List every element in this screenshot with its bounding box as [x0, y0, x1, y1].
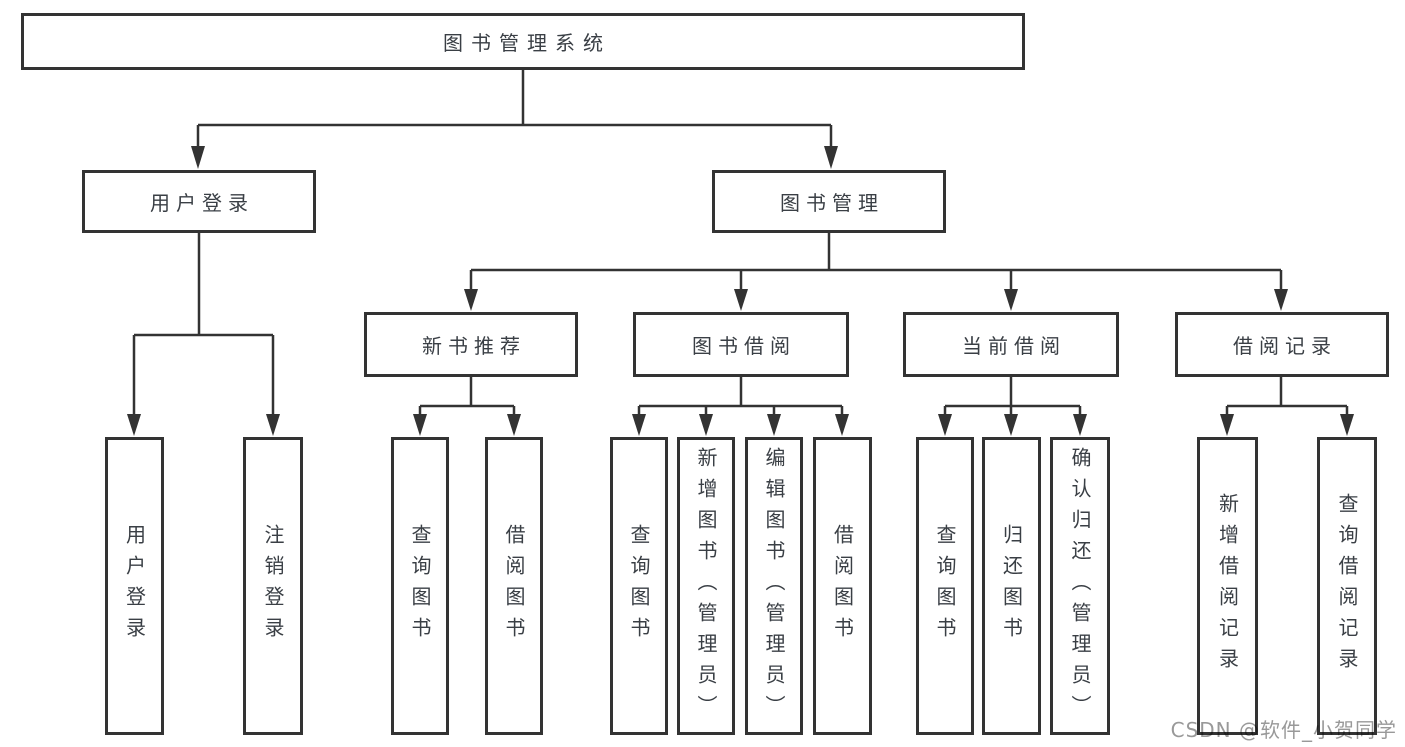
leaf-confirm-return-admin: 确认归还（管理员） — [1050, 437, 1110, 735]
node-label: 新增借阅记录 — [1215, 493, 1240, 679]
node-label: 查询图书 — [408, 524, 432, 648]
node-label: 借阅图书 — [502, 524, 526, 648]
node-label: 新增图书（管理员） — [694, 446, 718, 726]
node-label: 注销登录 — [261, 524, 285, 648]
node-label: 图书管理 — [780, 191, 884, 215]
arrowhead-icons — [127, 146, 1354, 436]
node-label: 确认归还（管理员） — [1068, 446, 1092, 726]
node-label: 图书管理系统 — [443, 31, 611, 55]
leaf-edit-books-admin: 编辑图书（管理员） — [745, 437, 803, 735]
node-current-borrowing: 当前借阅 — [903, 312, 1119, 377]
node-label: 借阅图书 — [830, 524, 855, 648]
watermark: CSDN @软件_小贺同学 — [1170, 718, 1397, 742]
node-borrow-records: 借阅记录 — [1175, 312, 1389, 377]
node-book-management: 图书管理 — [712, 170, 946, 233]
leaf-borrow-books-recommend: 借阅图书 — [485, 437, 543, 735]
node-library-management-system: 图书管理系统 — [21, 13, 1025, 70]
leaf-add-books-admin: 新增图书（管理员） — [677, 437, 735, 735]
node-label: 新书推荐 — [422, 334, 526, 358]
leaf-logout: 注销登录 — [243, 437, 303, 735]
leaf-query-books-current: 查询图书 — [916, 437, 974, 735]
node-label: 用户登录 — [122, 524, 147, 648]
node-book-borrowing: 图书借阅 — [633, 312, 849, 377]
node-label: 借阅记录 — [1233, 334, 1337, 358]
leaf-query-borrow-record: 查询借阅记录 — [1317, 437, 1377, 735]
node-label: 用户登录 — [150, 191, 254, 215]
node-label: 查询图书 — [627, 524, 651, 648]
node-new-book-recommend: 新书推荐 — [364, 312, 578, 377]
leaf-borrow-books-borrowing: 借阅图书 — [813, 437, 872, 735]
leaf-add-borrow-record: 新增借阅记录 — [1197, 437, 1258, 735]
node-label: 查询图书 — [933, 524, 957, 648]
leaf-user-login: 用户登录 — [105, 437, 164, 735]
node-label: 查询借阅记录 — [1335, 493, 1359, 679]
node-user-login: 用户登录 — [82, 170, 316, 233]
leaf-return-books: 归还图书 — [982, 437, 1041, 735]
node-label: 当前借阅 — [962, 334, 1066, 358]
node-label: 编辑图书（管理员） — [762, 446, 786, 726]
node-label: 归还图书 — [999, 524, 1024, 648]
node-label: 图书借阅 — [692, 334, 796, 358]
leaf-query-books-borrowing: 查询图书 — [610, 437, 668, 735]
leaf-query-books-recommend: 查询图书 — [391, 437, 449, 735]
